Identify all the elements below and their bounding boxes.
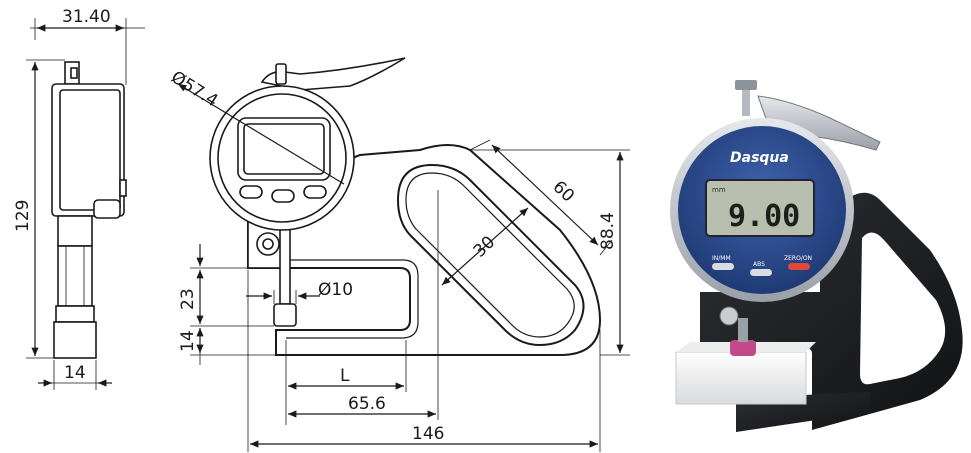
button-label-zero: ZERO/ON (784, 255, 812, 262)
dim-gap-upper: 23 (178, 288, 198, 310)
dim-dial-diameter: Ø57.4 (167, 67, 221, 111)
sample-block (675, 351, 807, 405)
frame-throat (860, 232, 946, 385)
dim-anvil-diameter: Ø10 (318, 280, 353, 300)
dim-length-total: 146 (412, 424, 444, 444)
inmm-button[interactable] (712, 263, 734, 270)
button-label-abs: ABS (753, 261, 765, 268)
front-view: Ø57.4 60 30 88.4 23 14 Ø10 L (167, 57, 630, 452)
bracket-screw (719, 306, 739, 326)
anvil-contact (730, 340, 756, 356)
dim-depth-bottom: 14 (64, 363, 86, 383)
dim-length-inner: 65.6 (348, 394, 386, 414)
dim-width-top: 31.40 (62, 7, 111, 27)
button-label-inmm: IN/MM (712, 255, 731, 262)
lcd-reading: 9.00 (728, 199, 800, 234)
dim-length-l: L (340, 366, 350, 386)
abs-button[interactable] (750, 269, 772, 276)
dim-height-side: 129 (13, 200, 33, 232)
lift-lever (757, 95, 881, 151)
side-view: 31.40 129 14 (13, 7, 145, 390)
zero-button[interactable] (788, 263, 810, 270)
product-photo: Dasqua mm 9.00 IN/MM ABS ZERO/ON (670, 80, 963, 432)
lcd-unit: mm (712, 186, 726, 194)
brand-logo: Dasqua (730, 150, 789, 166)
dim-frame-height: 88.4 (598, 212, 618, 250)
lcd-display (705, 179, 815, 237)
dim-throat-width: 30 (470, 232, 499, 261)
dim-gap-lower: 14 (178, 330, 198, 352)
